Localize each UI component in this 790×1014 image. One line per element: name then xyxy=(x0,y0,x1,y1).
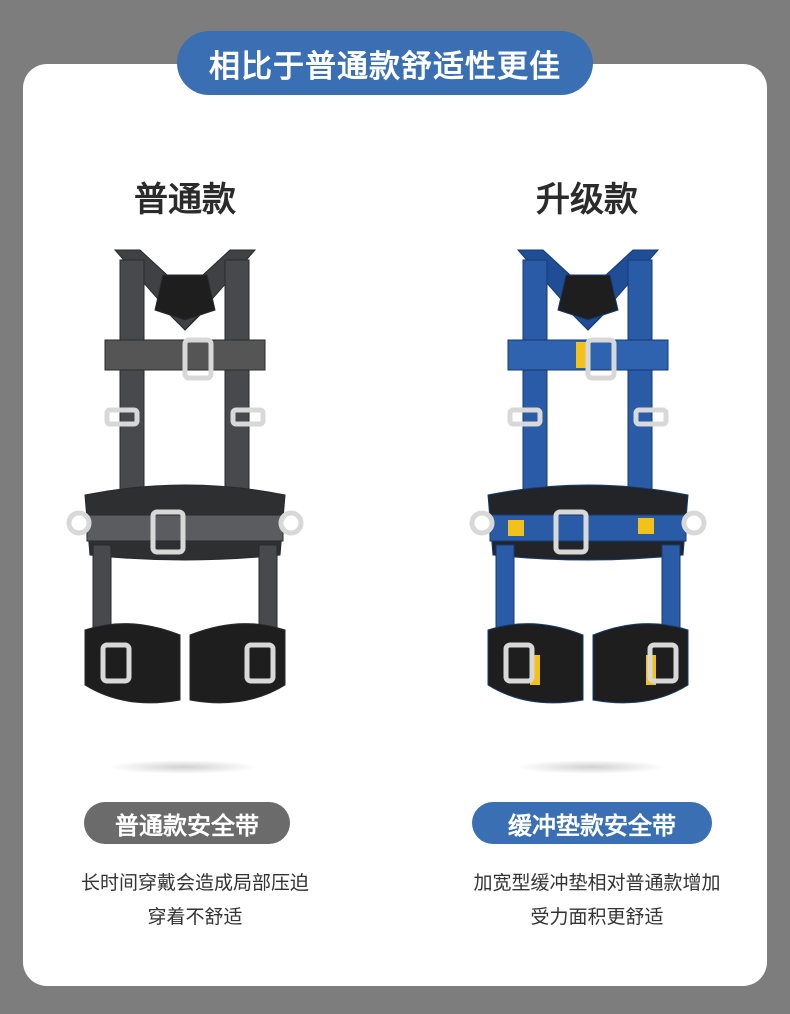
upgraded-desc-line1: 加宽型缓冲垫相对普通款增加 xyxy=(473,872,721,894)
standard-shadow xyxy=(108,760,258,774)
standard-title: 普通款 xyxy=(134,180,236,220)
standard-desc-line1: 长时间穿戴会造成局部压迫 xyxy=(80,872,309,894)
standard-badge: 普通款安全带 xyxy=(84,802,290,844)
upgraded-badge: 缓冲垫款安全带 xyxy=(472,802,712,844)
standard-harness-image xyxy=(66,249,304,704)
upgraded-shadow xyxy=(516,760,666,774)
page-title: 相比于普通款舒适性更佳 xyxy=(177,31,593,95)
upgraded-desc-line2: 受力面积更舒适 xyxy=(530,906,664,928)
standard-desc-line2: 穿着不舒适 xyxy=(147,906,243,928)
upgraded-title: 升级款 xyxy=(536,180,638,220)
upgraded-harness-image xyxy=(469,249,707,704)
upgraded-description: 加宽型缓冲垫相对普通款增加 受力面积更舒适 xyxy=(432,866,762,934)
standard-description: 长时间穿戴会造成局部压迫 穿着不舒适 xyxy=(30,866,360,934)
